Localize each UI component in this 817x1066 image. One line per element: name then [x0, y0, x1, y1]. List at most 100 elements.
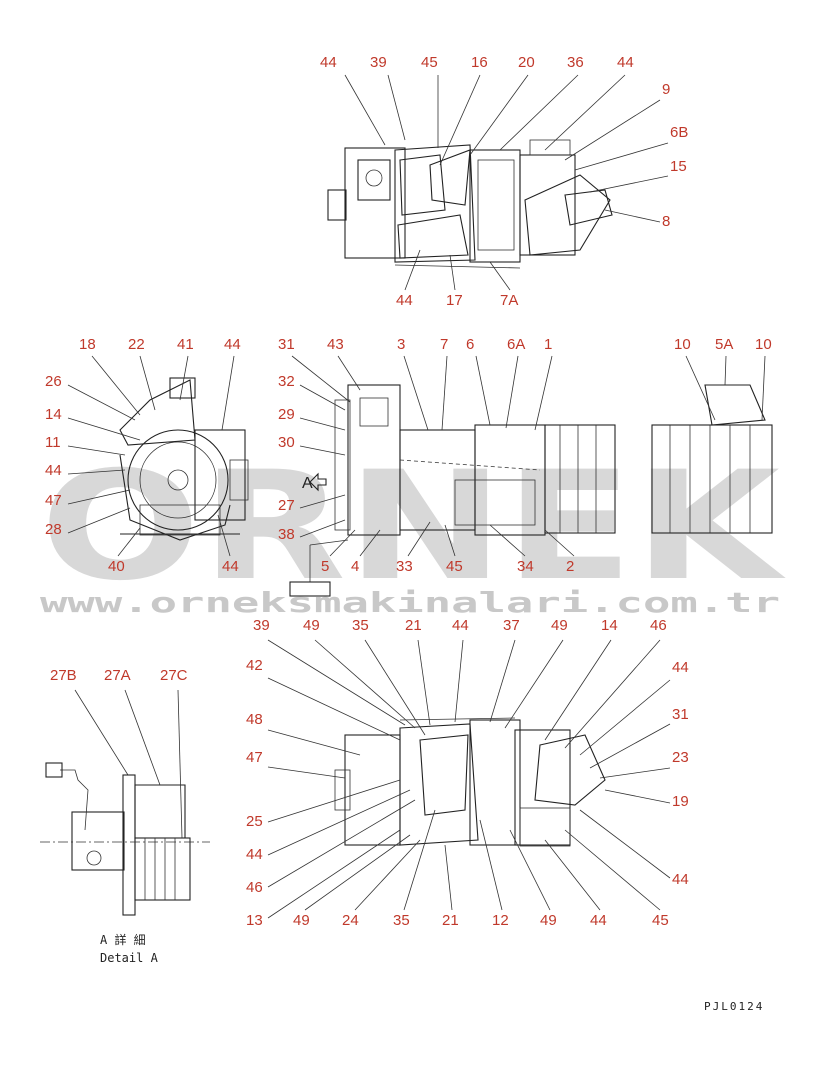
- callout-label: 5: [321, 558, 329, 575]
- callout-label: 7A: [500, 292, 518, 309]
- callout-label: 6B: [670, 124, 688, 141]
- callout-label: 37: [503, 617, 520, 634]
- callout-label: 44: [222, 558, 239, 575]
- leaders-bottom: [267, 639, 671, 919]
- callout-label: 35: [393, 912, 410, 929]
- callout-label: 27B: [50, 667, 77, 684]
- watermark-url: www.orneksmakinalari.com.tr: [40, 586, 780, 619]
- callout-label: 30: [278, 434, 295, 451]
- callout-label: 10: [755, 336, 772, 353]
- leaders-mid: [291, 355, 575, 557]
- callout-label: 21: [405, 617, 422, 634]
- detail-caption-en: Detail A: [100, 951, 159, 965]
- callouts-right: 10 5A 10: [674, 336, 772, 353]
- callout-label: 49: [293, 912, 310, 929]
- detail-a-blower: [40, 762, 210, 916]
- callout-label: 9: [662, 81, 670, 98]
- callouts-left: 18 22 41 44 26 14 11 44 47 28 40 44: [45, 336, 241, 575]
- callout-label: 11: [45, 434, 61, 451]
- callout-label: 7: [440, 336, 448, 353]
- watermark: ORNEK www.orneksmakinalari.com.tr: [40, 440, 786, 619]
- callouts-top: 44 39 45 16 20 36 44 9 6B 15 8 7A 17 44: [320, 54, 688, 309]
- drawing-code: PJL0124: [704, 1000, 764, 1013]
- callout-label: 23: [672, 749, 689, 766]
- callout-label: 44: [320, 54, 337, 71]
- callout-label: 33: [396, 558, 413, 575]
- side-view-left: [119, 377, 249, 541]
- callout-label: 48: [246, 711, 263, 728]
- callout-label: 42: [246, 657, 263, 674]
- top-view-assembly: [327, 139, 613, 269]
- front-view-center: [289, 384, 616, 597]
- callout-label: 14: [45, 406, 62, 423]
- callout-label: 6: [466, 336, 474, 353]
- callout-label: 13: [246, 912, 263, 929]
- callout-label: 15: [670, 158, 687, 175]
- callout-label: 46: [650, 617, 667, 634]
- callout-label: 32: [278, 373, 295, 390]
- callout-label: 49: [540, 912, 557, 929]
- callout-label: 44: [672, 871, 689, 888]
- callout-label: 39: [253, 617, 270, 634]
- callout-label: 29: [278, 406, 295, 423]
- callout-label: 47: [246, 749, 263, 766]
- callout-label: 44: [617, 54, 634, 71]
- callout-label: 35: [352, 617, 369, 634]
- callout-label: 24: [342, 912, 359, 929]
- leaders-detail: [74, 689, 183, 839]
- callout-label: 12: [492, 912, 509, 929]
- callout-label: 27C: [160, 667, 188, 684]
- callout-label: 45: [652, 912, 669, 929]
- callout-label: 44: [396, 292, 413, 309]
- callout-label: 1: [544, 336, 552, 353]
- callout-label: 41: [177, 336, 194, 353]
- callout-label: 18: [79, 336, 96, 353]
- callout-label: 39: [370, 54, 387, 71]
- callouts-mid: 31 43 3 7 6 6A 1 32 29 30 27 38 5 4 33 4…: [278, 336, 574, 575]
- callout-label: 34: [517, 558, 534, 575]
- callout-label: 43: [327, 336, 344, 353]
- callout-label: 44: [246, 846, 263, 863]
- callout-label: 26: [45, 373, 62, 390]
- callout-label: 47: [45, 492, 62, 509]
- callout-label: 44: [452, 617, 469, 634]
- callout-label: 2: [566, 558, 574, 575]
- callout-label: 17: [446, 292, 463, 309]
- callout-label: 36: [567, 54, 584, 71]
- callout-label: 44: [224, 336, 241, 353]
- callout-label: 38: [278, 526, 295, 543]
- callout-label: 3: [397, 336, 405, 353]
- detail-caption-jp: A 詳 細: [100, 932, 146, 947]
- callout-label: 19: [672, 793, 689, 810]
- callout-label: 6A: [507, 336, 525, 353]
- callout-label: 45: [446, 558, 463, 575]
- view-marker: A: [302, 475, 313, 492]
- bottom-view-assembly: [334, 717, 606, 847]
- callout-label: 5A: [715, 336, 733, 353]
- callout-label: 31: [278, 336, 295, 353]
- callout-label: 27A: [104, 667, 131, 684]
- callout-label: 44: [45, 462, 62, 479]
- callout-label: 28: [45, 521, 62, 538]
- leaders-top: [344, 74, 669, 291]
- watermark-brand: ORNEK: [40, 440, 786, 614]
- callout-label: 31: [672, 706, 689, 723]
- callouts-detail: 27B 27A 27C: [50, 667, 188, 684]
- callout-label: 44: [672, 659, 689, 676]
- callout-label: 40: [108, 558, 125, 575]
- leaders-left: [67, 355, 235, 557]
- callout-label: 44: [590, 912, 607, 929]
- callout-label: 14: [601, 617, 618, 634]
- side-view-right: [651, 384, 773, 534]
- callout-label: 49: [551, 617, 568, 634]
- leaders-right: [685, 355, 766, 421]
- callout-label: 10: [674, 336, 691, 353]
- callout-label: 21: [442, 912, 459, 929]
- callout-label: 22: [128, 336, 145, 353]
- callout-label: 49: [303, 617, 320, 634]
- callout-label: 4: [351, 558, 359, 575]
- callout-label: 46: [246, 879, 263, 896]
- callout-label: 45: [421, 54, 438, 71]
- callout-label: 20: [518, 54, 535, 71]
